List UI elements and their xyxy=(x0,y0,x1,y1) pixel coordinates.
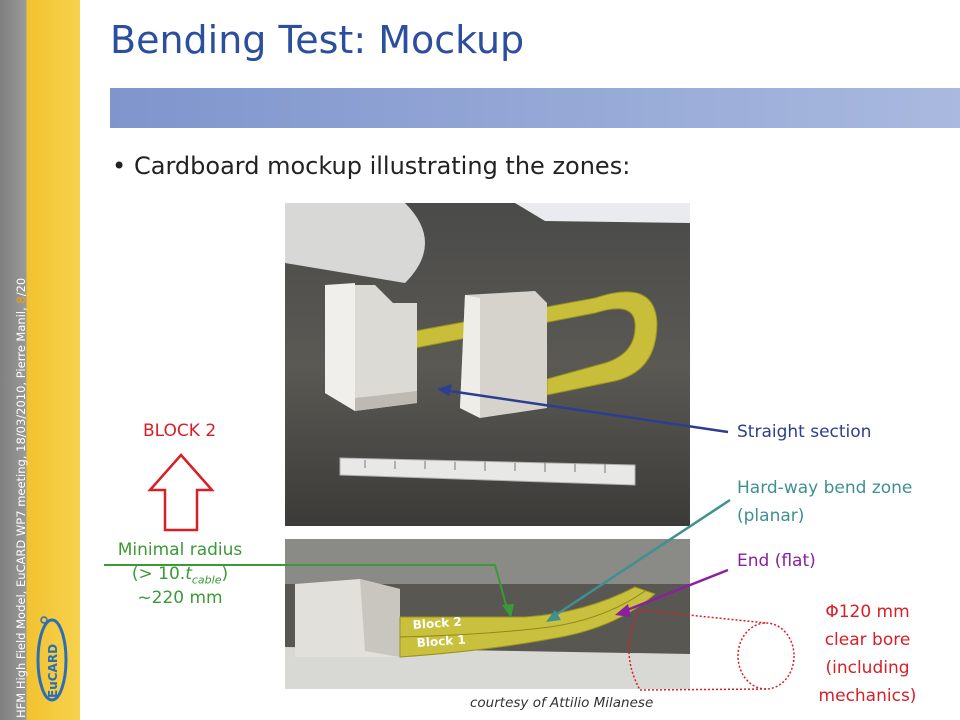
bullet-item: •Cardboard mockup illustrating the zones… xyxy=(112,152,630,180)
footer-meta: HFM High Field Model, EuCARD WP7 meeting… xyxy=(14,278,28,718)
mockup-photo-bottom: Block 2 Block 1 xyxy=(285,539,690,689)
label-hardway-bend: Hard-way bend zone (planar) xyxy=(737,478,913,526)
sidebar: HFM High Field Model, EuCARD WP7 meeting… xyxy=(0,0,80,720)
label-clear-bore: Φ120 mm clear bore (including mechanics) xyxy=(818,602,917,706)
page-total: /20 xyxy=(14,277,28,297)
label-block2: BLOCK 2 xyxy=(143,421,217,441)
clear-bore-circle xyxy=(737,622,795,690)
eucard-logo: EuCARD xyxy=(36,616,68,702)
minimal-radius-condition: (> 10.tcable) xyxy=(131,564,229,587)
red-up-arrow-icon xyxy=(147,453,215,532)
bullet-dot-icon: • xyxy=(112,152,127,180)
logo-text: EuCARD xyxy=(46,644,60,698)
label-straight-section: Straight section xyxy=(737,422,872,442)
title-bar xyxy=(110,88,960,128)
photo-label-block1: Block 1 xyxy=(416,633,466,650)
label-end-flat: End (flat) xyxy=(737,551,816,571)
page-number: 8 xyxy=(14,296,28,304)
label-minimal-radius: Minimal radius (> 10.tcable) ~220 mm xyxy=(100,540,260,608)
mockup-photo-top xyxy=(285,203,690,526)
minimal-radius-value: ~220 mm xyxy=(137,588,223,609)
bullet-text: Cardboard mockup illustrating the zones: xyxy=(134,152,631,180)
photo-credit: courtesy of Attilio Milanese xyxy=(470,695,654,711)
page-title: Bending Test: Mockup xyxy=(110,18,525,62)
photo-label-block2: Block 2 xyxy=(412,615,462,632)
minimal-radius-title: Minimal radius xyxy=(117,540,243,560)
footer-meta-text: HFM High Field Model, EuCARD WP7 meeting… xyxy=(14,307,28,718)
